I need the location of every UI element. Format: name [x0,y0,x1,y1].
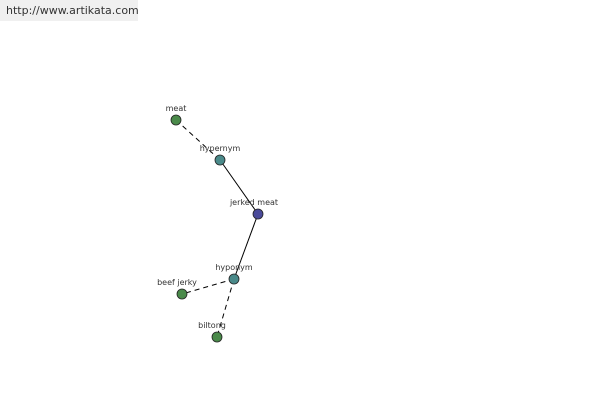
node-circle-beef_jerky[interactable] [176,288,188,300]
node-label-hyponym: hyponym [215,263,253,272]
node-biltong[interactable]: biltong [198,321,226,343]
node-beef_jerky[interactable]: beef jerky [157,278,197,300]
edge-hypernym-jerked_meat [219,159,259,215]
node-hypernym[interactable]: hypernym [200,144,241,166]
node-hyponym[interactable]: hyponym [215,263,253,285]
url-banner[interactable]: http://www.artikata.com [0,0,139,21]
edge-meat-hypernym [175,119,221,161]
node-label-hypernym: hypernym [200,144,241,153]
node-circle-jerked_meat[interactable] [252,208,264,220]
node-circle-meat[interactable] [170,114,182,126]
node-circle-hyponym[interactable] [228,273,240,285]
node-label-beef_jerky: beef jerky [157,278,197,287]
node-label-meat: meat [166,104,187,113]
node-label-biltong: biltong [198,321,226,330]
node-jerked_meat[interactable]: jerked meat [229,198,278,220]
nodes-layer: meat hypernym jerked meat hyponym beef jerky… [157,104,278,343]
edge-hyponym-biltong [216,278,235,338]
node-circle-biltong[interactable] [211,331,223,343]
node-meat[interactable]: meat [166,104,187,126]
edge-hyponym-beef_jerky [181,278,235,295]
node-circle-hypernym[interactable] [214,154,226,166]
node-label-jerked_meat: jerked meat [229,198,278,207]
edge-jerked_meat-hyponym [233,213,259,280]
edges-layer [175,119,259,338]
